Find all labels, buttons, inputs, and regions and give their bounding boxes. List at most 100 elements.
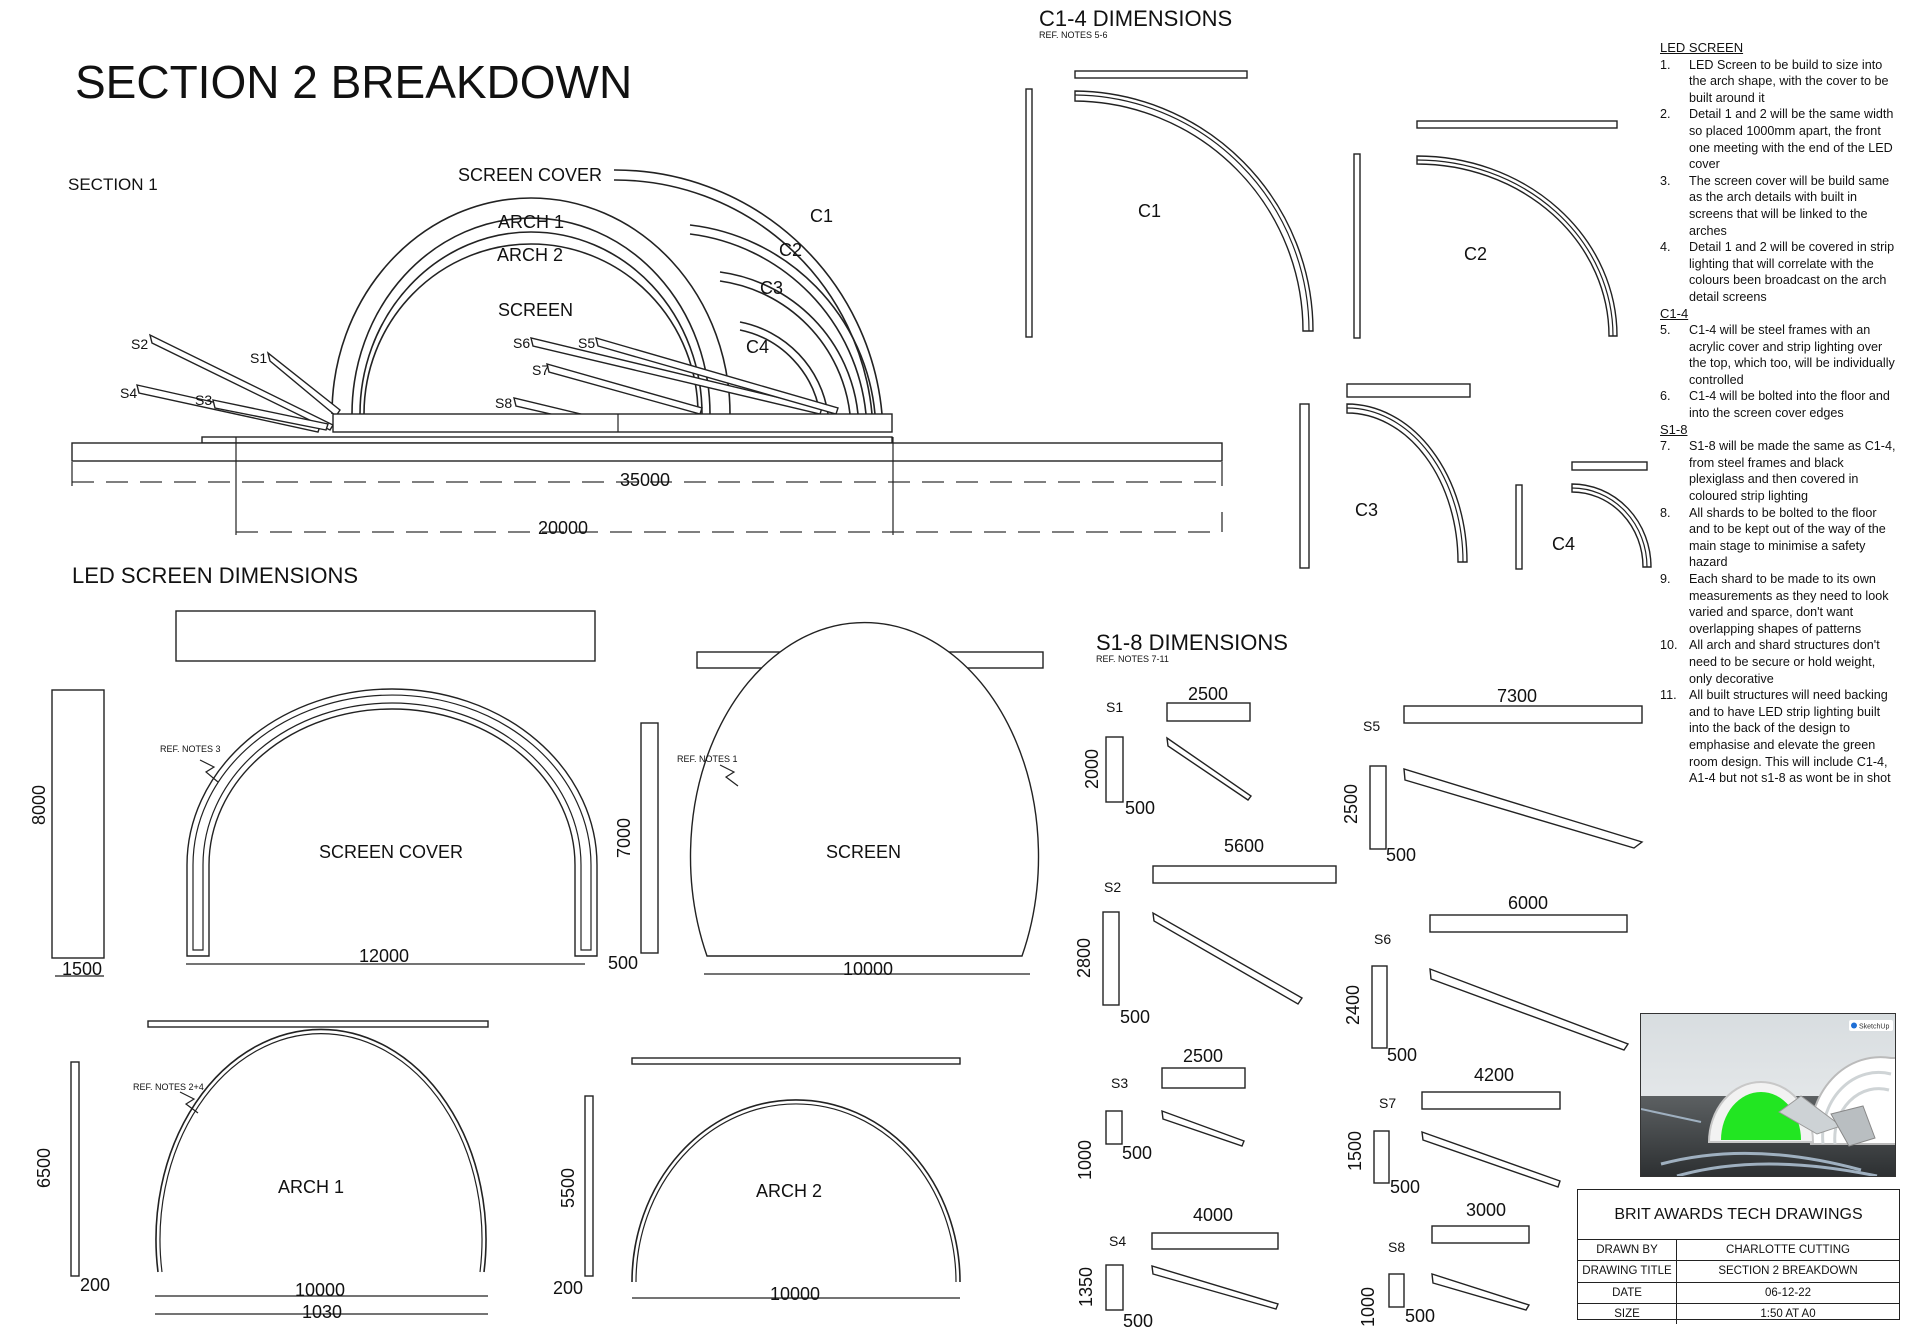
c3-label: C3: [1355, 500, 1378, 520]
arch-1-ref-leader: [179, 1091, 199, 1114]
c1-arc-outer: [613, 169, 883, 415]
shards-elevation: [136, 333, 839, 433]
s6-shard: [1429, 967, 1630, 1051]
note-text: Each shard to be made to its own measure…: [1689, 572, 1889, 636]
notes-group-heading: S1-8: [1660, 421, 1688, 437]
arch-2-height: 5500: [558, 1168, 578, 1208]
arch-2-arc: [363, 243, 699, 415]
render-badge: [1849, 1020, 1893, 1031]
screen-cover-outer-arc: [331, 197, 731, 415]
arch-2-outer-arc: [631, 1099, 961, 1283]
c3-arc-inner: [719, 280, 851, 415]
s3-depth: 500: [1122, 1143, 1152, 1163]
note-item: 7.S1-8 will be made the same as C1-4, fr…: [1660, 438, 1900, 504]
title-block-title: BRIT AWARDS TECH DRAWINGS: [1578, 1190, 1899, 1240]
s2-side-view: [1102, 911, 1120, 1006]
render-floor-strip-2: [1676, 1162, 1878, 1176]
s6-top-view: [1429, 914, 1628, 933]
screen-label: SCREEN: [826, 842, 901, 862]
s5-shard: [1403, 768, 1644, 849]
s4-top-view: [1151, 1232, 1279, 1250]
c1-side-view: [1025, 88, 1033, 338]
c-dimensions-ref: REF. NOTES 5-6: [1039, 30, 1108, 40]
s4-side-view: [1105, 1264, 1124, 1311]
render-c-arch-line-2: [1833, 1087, 1890, 1145]
label-c1: C1: [810, 206, 833, 226]
s2-shard: [1152, 911, 1303, 1005]
s6-side-view: [1371, 965, 1388, 1049]
screen-front-view: [689, 621, 1040, 957]
s1-8-dimensions-panel: S1-8 DIMENSIONS REF. NOTES 7-11 S1 2500 …: [1074, 630, 1644, 1327]
note-number: 11.: [1660, 688, 1677, 703]
c3-side-view: [1299, 403, 1310, 569]
label-arch-2: ARCH 2: [497, 245, 563, 265]
s-dimensions-ref: REF. NOTES 7-11: [1096, 654, 1169, 664]
screen-cover-inner-frame: [192, 694, 592, 951]
c2-arc-outer: [689, 224, 876, 415]
screen-width: 10000: [843, 959, 893, 979]
arch-1-side-view: [70, 1061, 80, 1277]
s2-length: 5600: [1224, 836, 1264, 856]
arch-1-width: 10000: [295, 1280, 345, 1300]
c2-arc-inner: [689, 233, 867, 415]
s3-top-view: [1161, 1067, 1246, 1089]
c3-top-view: [1346, 383, 1471, 398]
screen-cover-top-view: [175, 610, 596, 662]
s7-side-view: [1373, 1130, 1390, 1184]
s7-shard: [1421, 1130, 1561, 1188]
arch-1-height: 6500: [34, 1148, 54, 1188]
c-arcs: [613, 169, 883, 415]
label-s4: S4: [120, 385, 137, 401]
render-floor-strip-1: [1660, 1151, 1862, 1172]
dim-35000: 35000: [620, 470, 670, 490]
title-block-row: SIZE 1:50 AT A0: [1578, 1303, 1899, 1325]
s1-depth: 500: [1125, 798, 1155, 818]
notes-group-heading: LED SCREEN: [1660, 40, 1744, 55]
s3-shard: [1161, 1109, 1245, 1147]
render-shard-2: [1830, 1105, 1876, 1147]
arch-2-top-view: [631, 1057, 961, 1065]
screen-cover-ref-leader: [199, 759, 219, 783]
c2-arc-rail: [1416, 159, 1614, 337]
screen-ref-leader: [719, 764, 739, 787]
label-screen: SCREEN: [498, 300, 573, 320]
note-text: All arch and shard structures don't need…: [1689, 638, 1880, 686]
s1-height: 2000: [1082, 749, 1102, 789]
s5-length: 7300: [1497, 686, 1537, 706]
s2-height: 2800: [1074, 938, 1094, 978]
screen-side-view: [640, 722, 659, 954]
s4-length: 4000: [1193, 1205, 1233, 1225]
s1-shard: [1166, 736, 1252, 801]
title-block-row: DATE 06-12-22: [1578, 1282, 1899, 1304]
s2-label: S2: [1104, 879, 1121, 895]
c3-arc-piece: [1346, 403, 1468, 563]
led-screen-dimensions-panel: LED SCREEN DIMENSIONS REF. NOTES 3 SCREE…: [29, 563, 1044, 1322]
c4-label: C4: [1552, 534, 1575, 554]
s7-depth: 500: [1390, 1177, 1420, 1197]
render-preview: SketchUp: [1640, 1013, 1896, 1177]
note-number: 1.: [1660, 57, 1671, 72]
s-dimensions-heading: S1-8 DIMENSIONS: [1096, 630, 1288, 655]
note-number: 2.: [1660, 107, 1671, 122]
c4-top-view: [1571, 461, 1648, 471]
label-s2: S2: [131, 336, 148, 352]
c1-arc-rail: [1074, 94, 1310, 332]
title-block-key: DRAWN BY: [1578, 1240, 1677, 1261]
title-block-key: SIZE: [1578, 1303, 1677, 1325]
s5-label: S5: [1363, 718, 1380, 734]
s4-depth: 500: [1123, 1311, 1153, 1327]
screen-cover-side-view: [51, 689, 105, 959]
note-item: 8.All shards to be bolted to the floor a…: [1660, 505, 1900, 571]
s5-top-view: [1403, 705, 1643, 724]
page-title: SECTION 2 BREAKDOWN: [75, 56, 632, 108]
title-block-value: 06-12-22: [1764, 1286, 1812, 1299]
note-text: All shards to be bolted to the floor and…: [1689, 505, 1886, 570]
s3-side-view: [1105, 1110, 1123, 1145]
notes-list: 5.C1-4 will be steel frames with an acry…: [1660, 322, 1900, 422]
note-number: 4.: [1660, 240, 1671, 255]
note-item: 11.All built structures will need backin…: [1660, 687, 1900, 787]
screen-ref: REF. NOTES 1: [677, 754, 738, 764]
s8-height: 1000: [1358, 1287, 1378, 1327]
s7-top-view: [1421, 1091, 1561, 1110]
